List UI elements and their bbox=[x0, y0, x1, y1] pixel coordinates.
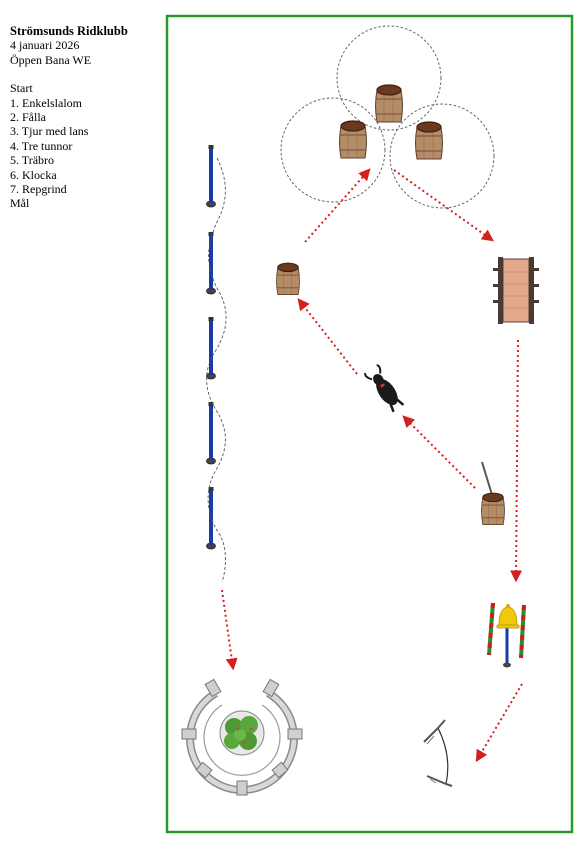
bridge-icon bbox=[493, 257, 539, 324]
barrel-icon bbox=[276, 262, 300, 296]
obstacle-item-7: 7. Repgrind bbox=[10, 182, 67, 197]
obstacle-item-5: 5. Träbro bbox=[10, 153, 55, 168]
barrel-icon bbox=[338, 120, 368, 159]
club-name: Strömsunds Ridklubb bbox=[10, 24, 128, 38]
arena-border bbox=[165, 14, 574, 834]
slalom-pole-icon bbox=[204, 143, 218, 209]
barrel-icon bbox=[374, 84, 404, 123]
slalom-obstacle bbox=[204, 143, 227, 583]
route-arrow bbox=[297, 298, 358, 375]
bell-post-left bbox=[487, 602, 495, 656]
route-arrow bbox=[393, 169, 494, 242]
slalom-pole-icon bbox=[204, 400, 218, 466]
bell-icon bbox=[496, 604, 520, 629]
obstacle-item-2: 2. Fålla bbox=[10, 110, 46, 125]
route-arrow bbox=[475, 683, 523, 763]
barrel-circles bbox=[280, 25, 495, 209]
course-date: 4 januari 2026 bbox=[10, 38, 80, 53]
finish-label: Mål bbox=[10, 196, 30, 211]
obstacle-item-1: 1. Enkelslalom bbox=[10, 95, 82, 110]
bell-obstacle bbox=[487, 602, 526, 668]
route-arrow bbox=[304, 168, 371, 243]
lance-barrel bbox=[481, 461, 505, 526]
bell-post-right bbox=[519, 604, 526, 659]
slalom-path bbox=[206, 157, 227, 583]
obstacle-item-6: 6. Klocka bbox=[10, 167, 57, 182]
route-arrow bbox=[402, 415, 476, 489]
rope-gate-icon bbox=[423, 719, 453, 787]
obstacle-item-3: 3. Tjur med lans bbox=[10, 124, 89, 139]
route-arrows bbox=[221, 168, 523, 763]
course-name: Öppen Bana WE bbox=[10, 52, 92, 67]
pen-icon bbox=[181, 678, 303, 796]
route-arrow bbox=[510, 339, 523, 583]
start-label: Start bbox=[10, 81, 33, 96]
barrel-icon bbox=[414, 121, 444, 160]
slalom-pole-icon bbox=[204, 230, 218, 296]
course-info: Strömsunds Ridklubb 4 januari 2026 Öppen… bbox=[10, 24, 128, 211]
bull-icon bbox=[364, 364, 405, 413]
route-arrow bbox=[221, 589, 238, 671]
barrel-icon bbox=[481, 492, 505, 526]
obstacle-item-4: 4. Tre tunnor bbox=[10, 138, 73, 153]
